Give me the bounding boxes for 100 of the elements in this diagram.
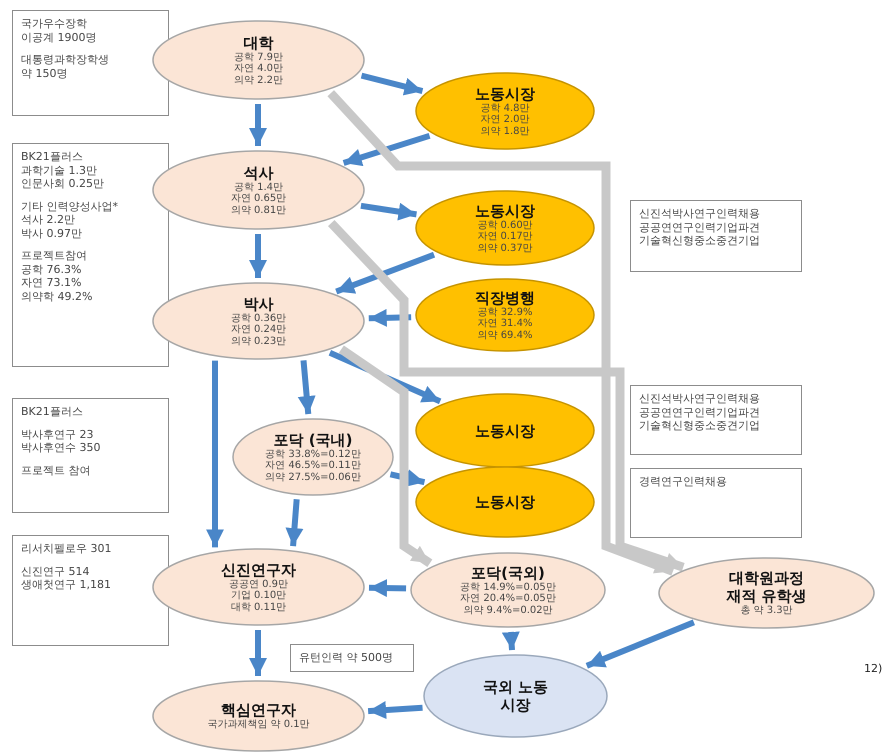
text-box <box>12 143 169 367</box>
ellipse-node <box>415 393 595 468</box>
box-text: 기타 인력양성사업* <box>21 200 119 213</box>
arrow <box>249 630 267 676</box>
node-value: 자연 4.0만 <box>234 63 284 75</box>
box-text: 기술혁신형중소중견기업 <box>639 234 761 248</box>
arrow <box>327 90 675 576</box>
arrow <box>368 579 406 598</box>
node-value: 총 약 3.3만 <box>740 605 793 617</box>
node-title: 포닥 (국내) <box>274 430 352 449</box>
box-text: 생애첫연구 1,181 <box>21 578 112 592</box>
box-text: BK21플러스 <box>21 150 84 164</box>
box-text: BK21플러스 <box>21 405 84 418</box>
box-text: 기술혁신형중소중견기업 <box>639 419 761 432</box>
node-value: 의약 2.2만 <box>234 74 284 86</box>
box-text: 자연 73.1% <box>21 276 82 290</box>
node-value: 의약 0.23만 <box>230 336 286 348</box>
node-value: 공학 7.9만 <box>234 52 284 64</box>
node-title: 박사 <box>244 294 274 313</box>
node-value: 자연 0.17만 <box>477 231 533 243</box>
node-value: 자연 46.5%=0.11만 <box>265 460 361 472</box>
node-value: 공학 0.60만 <box>477 220 533 232</box>
ellipse-node <box>423 654 608 738</box>
box-text: 의약학 49.2% <box>21 290 94 303</box>
arrow <box>328 350 442 404</box>
arrow <box>285 499 304 546</box>
arrow <box>249 234 267 278</box>
node-title: 노동시장 <box>475 202 535 220</box>
node-title: 노동시장 <box>475 84 535 103</box>
box-text: 국가우수장학 <box>21 17 88 30</box>
node-value: 공학 4.8만 <box>480 102 530 114</box>
node-value: 의약 69.4% <box>478 330 532 342</box>
box-text: 이공계 1900명 <box>21 30 98 44</box>
arrow <box>338 345 432 567</box>
ellipse-node <box>415 278 595 352</box>
ellipse-node <box>415 72 595 150</box>
node-value: 공학 32.9% <box>478 306 532 318</box>
node-title: 국외 노동시장 <box>482 678 550 714</box>
box-text: 프로젝트 참여 <box>21 464 92 477</box>
ellipse-node <box>415 190 595 266</box>
node-value: 기업 0.10만 <box>230 590 286 602</box>
node-value: 국가과제책임 약 0.1만 <box>207 719 310 731</box>
node-value: 공학 1.4만 <box>234 182 284 194</box>
node-value: 자연 0.24만 <box>230 324 286 336</box>
node-title: 포닥(국외) <box>471 564 545 582</box>
arrow <box>390 469 426 487</box>
text-box <box>12 10 169 116</box>
ellipse-node <box>410 552 606 628</box>
box-text: 공학 76.3% <box>21 262 82 276</box>
ellipse-node <box>232 418 394 496</box>
ellipse-node <box>152 282 365 360</box>
arrow <box>298 360 316 414</box>
box-text: 박사후연구 23 <box>21 428 94 441</box>
box-text: 프로젝트참여 <box>21 249 88 262</box>
arrow <box>335 252 436 294</box>
node-value: 의약 1.8만 <box>480 126 530 138</box>
arrow <box>360 202 417 221</box>
box-text: 대통령과학장학생 <box>21 53 110 66</box>
box-text: 박사후연수 350 <box>21 441 102 454</box>
ellipse-node <box>152 20 365 100</box>
node-value: 자연 20.4%=0.05만 <box>460 593 556 605</box>
text-box <box>630 200 802 272</box>
text-box <box>630 385 802 455</box>
box-text: 석사 2.2만 <box>21 213 76 226</box>
node-title: 신진연구자 <box>221 560 296 579</box>
text-box <box>12 535 169 646</box>
node-title: 핵심연구자 <box>221 701 296 720</box>
node-title: 대학원과정 재적 유학생 <box>725 569 808 606</box>
node-value: 자연 31.4% <box>478 318 532 330</box>
node-value: 자연 2.0만 <box>480 114 530 126</box>
box-text: 공공연연구인력기업파견 <box>639 406 761 419</box>
node-value: 자연 0.65만 <box>230 193 286 205</box>
node-title: 석사 <box>244 164 274 182</box>
arrow <box>368 308 412 327</box>
node-value: 의약 9.4%=0.02만 <box>463 604 553 616</box>
text-box <box>630 468 802 538</box>
box-text: 약 150명 <box>21 66 68 80</box>
node-title: 대학 <box>244 34 274 52</box>
ellipse-node <box>152 548 365 626</box>
ellipse-node <box>658 557 875 629</box>
box-text: 유턴인력 약 500명 <box>299 651 394 664</box>
ellipse-node <box>415 466 595 538</box>
arrow <box>342 132 430 166</box>
node-title: 노동시장 <box>475 493 535 511</box>
node-title: 노동시장 <box>475 422 535 440</box>
box-text: 박사 0.97만 <box>21 226 83 240</box>
text-box <box>290 644 414 672</box>
ellipse-node <box>152 150 365 230</box>
box-text: 리서치펠로우 301 <box>21 542 112 556</box>
box-text: 경력연구인력채용 <box>639 475 728 488</box>
arrow <box>249 104 267 146</box>
node-value: 의약 0.37만 <box>477 242 533 254</box>
arrow <box>368 701 423 719</box>
node-value: 대학 0.11만 <box>230 602 286 614</box>
node-value: 공학 33.8%=0.12만 <box>265 448 361 460</box>
node-value: 의약 0.81만 <box>230 204 286 216</box>
text-box <box>12 398 169 513</box>
arrow <box>206 360 224 548</box>
arrow <box>586 620 695 669</box>
box-text: 과학기술 1.3만 <box>21 164 98 177</box>
